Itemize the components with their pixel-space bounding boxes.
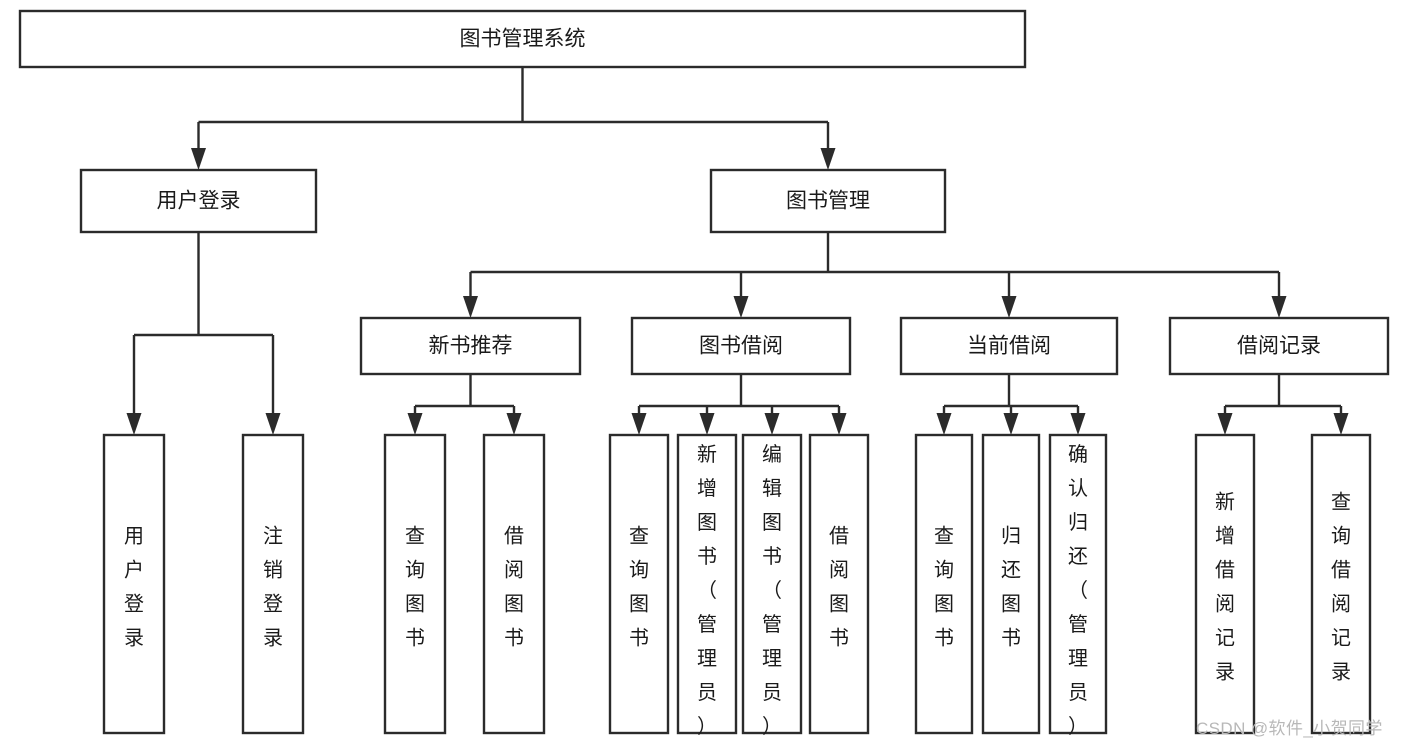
node-box-leaf-return-book — [981, 433, 1041, 735]
node-leaf-query-book-recommend[interactable]: 查询图书 — [383, 433, 447, 735]
connector-arrowhead-borrow-record — [1271, 296, 1287, 318]
connector-arrowhead-book-management — [820, 148, 836, 170]
node-leaf-query-book-current[interactable]: 查询图书 — [914, 433, 974, 735]
node-leaf-return-book[interactable]: 归还图书 — [981, 433, 1041, 735]
node-leaf-query-book-borrow[interactable]: 查询图书 — [608, 433, 670, 735]
node-label-root: 图书管理系统 — [460, 28, 586, 51]
connector-arrowhead-leaf-return-book — [1003, 413, 1019, 435]
node-label-leaf-return-book: 归还图书 — [1001, 525, 1021, 650]
node-new-book-recommend[interactable]: 新书推荐 — [359, 316, 582, 376]
node-leaf-logout-login[interactable]: 注销登录 — [241, 433, 305, 735]
node-box-leaf-query-borrow-record — [1310, 433, 1372, 735]
node-box-leaf-borrow-book-recommend — [482, 433, 546, 735]
connectors-layer — [126, 67, 1349, 435]
node-label-leaf-query-book-borrow: 查询图书 — [629, 525, 649, 650]
node-label-current-borrow: 当前借阅 — [967, 335, 1051, 358]
connector-arrowhead-leaf-borrow-book-recommend — [506, 413, 522, 435]
node-label-borrow-record: 借阅记录 — [1237, 335, 1321, 358]
node-box-book-management — [709, 168, 947, 234]
node-label-leaf-query-borrow-record: 查询借阅记录 — [1331, 491, 1351, 684]
nodes-layer: 图书管理系统用户登录图书管理新书推荐图书借阅当前借阅借阅记录用户登录注销登录查询… — [18, 9, 1390, 738]
node-box-user-login — [79, 168, 318, 234]
connector-arrowhead-leaf-user-login — [126, 413, 142, 435]
node-box-leaf-user-login — [102, 433, 166, 735]
node-label-leaf-logout-login: 注销登录 — [263, 525, 283, 650]
node-leaf-borrow-book-recommend[interactable]: 借阅图书 — [482, 433, 546, 735]
node-box-current-borrow — [899, 316, 1119, 376]
node-box-leaf-add-book-admin — [676, 433, 738, 735]
connector-arrowhead-new-book-recommend — [463, 296, 478, 318]
node-label-leaf-borrow-book-recommend: 借阅图书 — [504, 525, 524, 650]
node-label-user-login: 用户登录 — [157, 190, 241, 213]
node-box-leaf-borrow-book-borrow — [808, 433, 870, 735]
connector-arrowhead-leaf-query-borrow-record — [1333, 413, 1349, 435]
node-leaf-add-book-admin[interactable]: 新增图书（管理员） — [676, 433, 738, 738]
connector-arrowhead-leaf-confirm-return-admin — [1070, 413, 1086, 435]
node-root[interactable]: 图书管理系统 — [18, 9, 1027, 69]
node-user-login[interactable]: 用户登录 — [79, 168, 318, 234]
node-label-leaf-add-borrow-record: 新增借阅记录 — [1215, 491, 1235, 684]
node-book-management[interactable]: 图书管理 — [709, 168, 947, 234]
node-box-leaf-edit-book-admin — [741, 433, 803, 735]
connector-arrowhead-leaf-borrow-book-borrow — [831, 413, 847, 435]
node-box-leaf-add-borrow-record — [1194, 433, 1256, 735]
node-label-leaf-query-book-current: 查询图书 — [934, 525, 954, 650]
node-label-leaf-edit-book-admin: 编辑图书（管理员） — [762, 443, 782, 738]
node-box-leaf-query-book-recommend — [383, 433, 447, 735]
connector-arrowhead-leaf-query-book-recommend — [407, 413, 423, 435]
node-label-leaf-confirm-return-admin: 确认归还（管理员） — [1068, 443, 1088, 738]
node-label-book-borrow: 图书借阅 — [699, 335, 783, 358]
node-label-leaf-user-login: 用户登录 — [124, 526, 144, 650]
connector-arrowhead-current-borrow — [1001, 296, 1017, 318]
connector-arrowhead-leaf-add-book-admin — [699, 413, 715, 435]
node-leaf-confirm-return-admin[interactable]: 确认归还（管理员） — [1048, 433, 1108, 738]
node-box-leaf-logout-login — [241, 433, 305, 735]
node-box-leaf-query-book-current — [914, 433, 974, 735]
connector-arrowhead-user-login — [191, 148, 206, 170]
connector-arrowhead-leaf-edit-book-admin — [764, 413, 780, 435]
node-box-book-borrow — [630, 316, 852, 376]
node-label-book-management: 图书管理 — [786, 190, 870, 213]
node-book-borrow[interactable]: 图书借阅 — [630, 316, 852, 376]
node-box-leaf-confirm-return-admin — [1048, 433, 1108, 735]
node-label-leaf-borrow-book-borrow: 借阅图书 — [829, 525, 849, 650]
node-box-new-book-recommend — [359, 316, 582, 376]
node-borrow-record[interactable]: 借阅记录 — [1168, 316, 1390, 376]
node-current-borrow[interactable]: 当前借阅 — [899, 316, 1119, 376]
node-label-new-book-recommend: 新书推荐 — [429, 335, 513, 358]
node-label-leaf-add-book-admin: 新增图书（管理员） — [697, 443, 717, 738]
connector-arrowhead-leaf-add-borrow-record — [1217, 413, 1233, 435]
connector-arrowhead-leaf-query-book-borrow — [631, 413, 647, 435]
connector-arrowhead-book-borrow — [733, 296, 749, 318]
connector-arrowhead-leaf-logout-login — [265, 413, 281, 435]
node-leaf-add-borrow-record[interactable]: 新增借阅记录 — [1194, 433, 1256, 735]
node-box-root — [18, 9, 1027, 69]
node-leaf-user-login[interactable]: 用户登录 — [102, 433, 166, 735]
connector-arrowhead-leaf-query-book-current — [936, 413, 952, 435]
node-box-borrow-record — [1168, 316, 1390, 376]
node-leaf-query-borrow-record[interactable]: 查询借阅记录 — [1310, 433, 1372, 735]
node-leaf-borrow-book-borrow[interactable]: 借阅图书 — [808, 433, 870, 735]
node-box-leaf-query-book-borrow — [608, 433, 670, 735]
node-leaf-edit-book-admin[interactable]: 编辑图书（管理员） — [741, 433, 803, 738]
node-label-leaf-query-book-recommend: 查询图书 — [405, 525, 425, 650]
